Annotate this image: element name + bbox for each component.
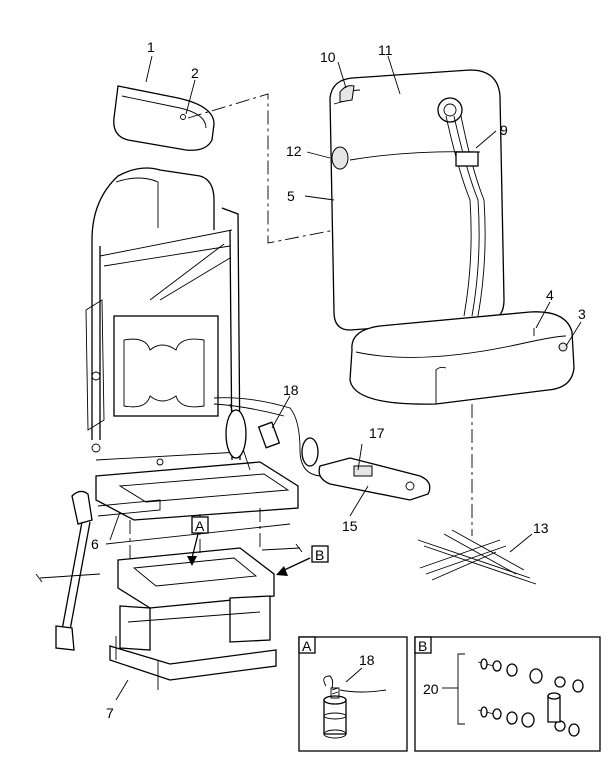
callout-13: 13 bbox=[533, 520, 549, 536]
callout-labels: 1 2 3 4 5 6 7 9 10 11 12 13 15 17 18 bbox=[91, 39, 586, 721]
view-marker-b: B bbox=[311, 545, 329, 563]
control-module bbox=[318, 457, 431, 501]
wiring-harness bbox=[213, 397, 321, 477]
callout-17: 17 bbox=[369, 425, 385, 441]
armrest bbox=[113, 85, 215, 151]
shoulder-belt bbox=[445, 115, 486, 317]
seat-cushion bbox=[349, 311, 575, 405]
seat-back-cushion bbox=[329, 69, 505, 331]
callout-15: 15 bbox=[342, 518, 358, 534]
view-marker-a: A bbox=[191, 516, 209, 534]
assembly-dash-line bbox=[187, 93, 336, 244]
callout-19: 18 bbox=[283, 382, 299, 398]
detail-b-panel: B 20 bbox=[414, 636, 601, 752]
seat-riser bbox=[35, 490, 303, 690]
detail-b-tag: B bbox=[418, 638, 427, 654]
callout-18: 18 bbox=[359, 652, 375, 668]
leader-lines bbox=[109, 55, 582, 701]
callout-7: 7 bbox=[106, 705, 114, 721]
callout-1: 1 bbox=[147, 39, 155, 55]
view-a-arrow bbox=[191, 533, 199, 559]
seat-frame bbox=[85, 167, 299, 521]
cushion-straps bbox=[417, 529, 537, 585]
callout-9: 9 bbox=[500, 122, 508, 138]
callout-3: 3 bbox=[578, 306, 586, 322]
detail-a-panel: A 18 bbox=[298, 636, 408, 752]
callout-6: 6 bbox=[91, 536, 99, 552]
callout-11: 11 bbox=[378, 42, 393, 58]
callout-2: 2 bbox=[191, 65, 199, 81]
callout-20: 20 bbox=[423, 681, 439, 697]
callout-10: 10 bbox=[320, 49, 336, 65]
callout-4: 4 bbox=[546, 287, 554, 303]
svg-text:A: A bbox=[195, 518, 205, 534]
svg-text:B: B bbox=[315, 547, 324, 563]
callout-12: 12 bbox=[286, 143, 302, 159]
detail-a-tag: A bbox=[302, 638, 312, 654]
callout-5: 5 bbox=[287, 188, 295, 204]
